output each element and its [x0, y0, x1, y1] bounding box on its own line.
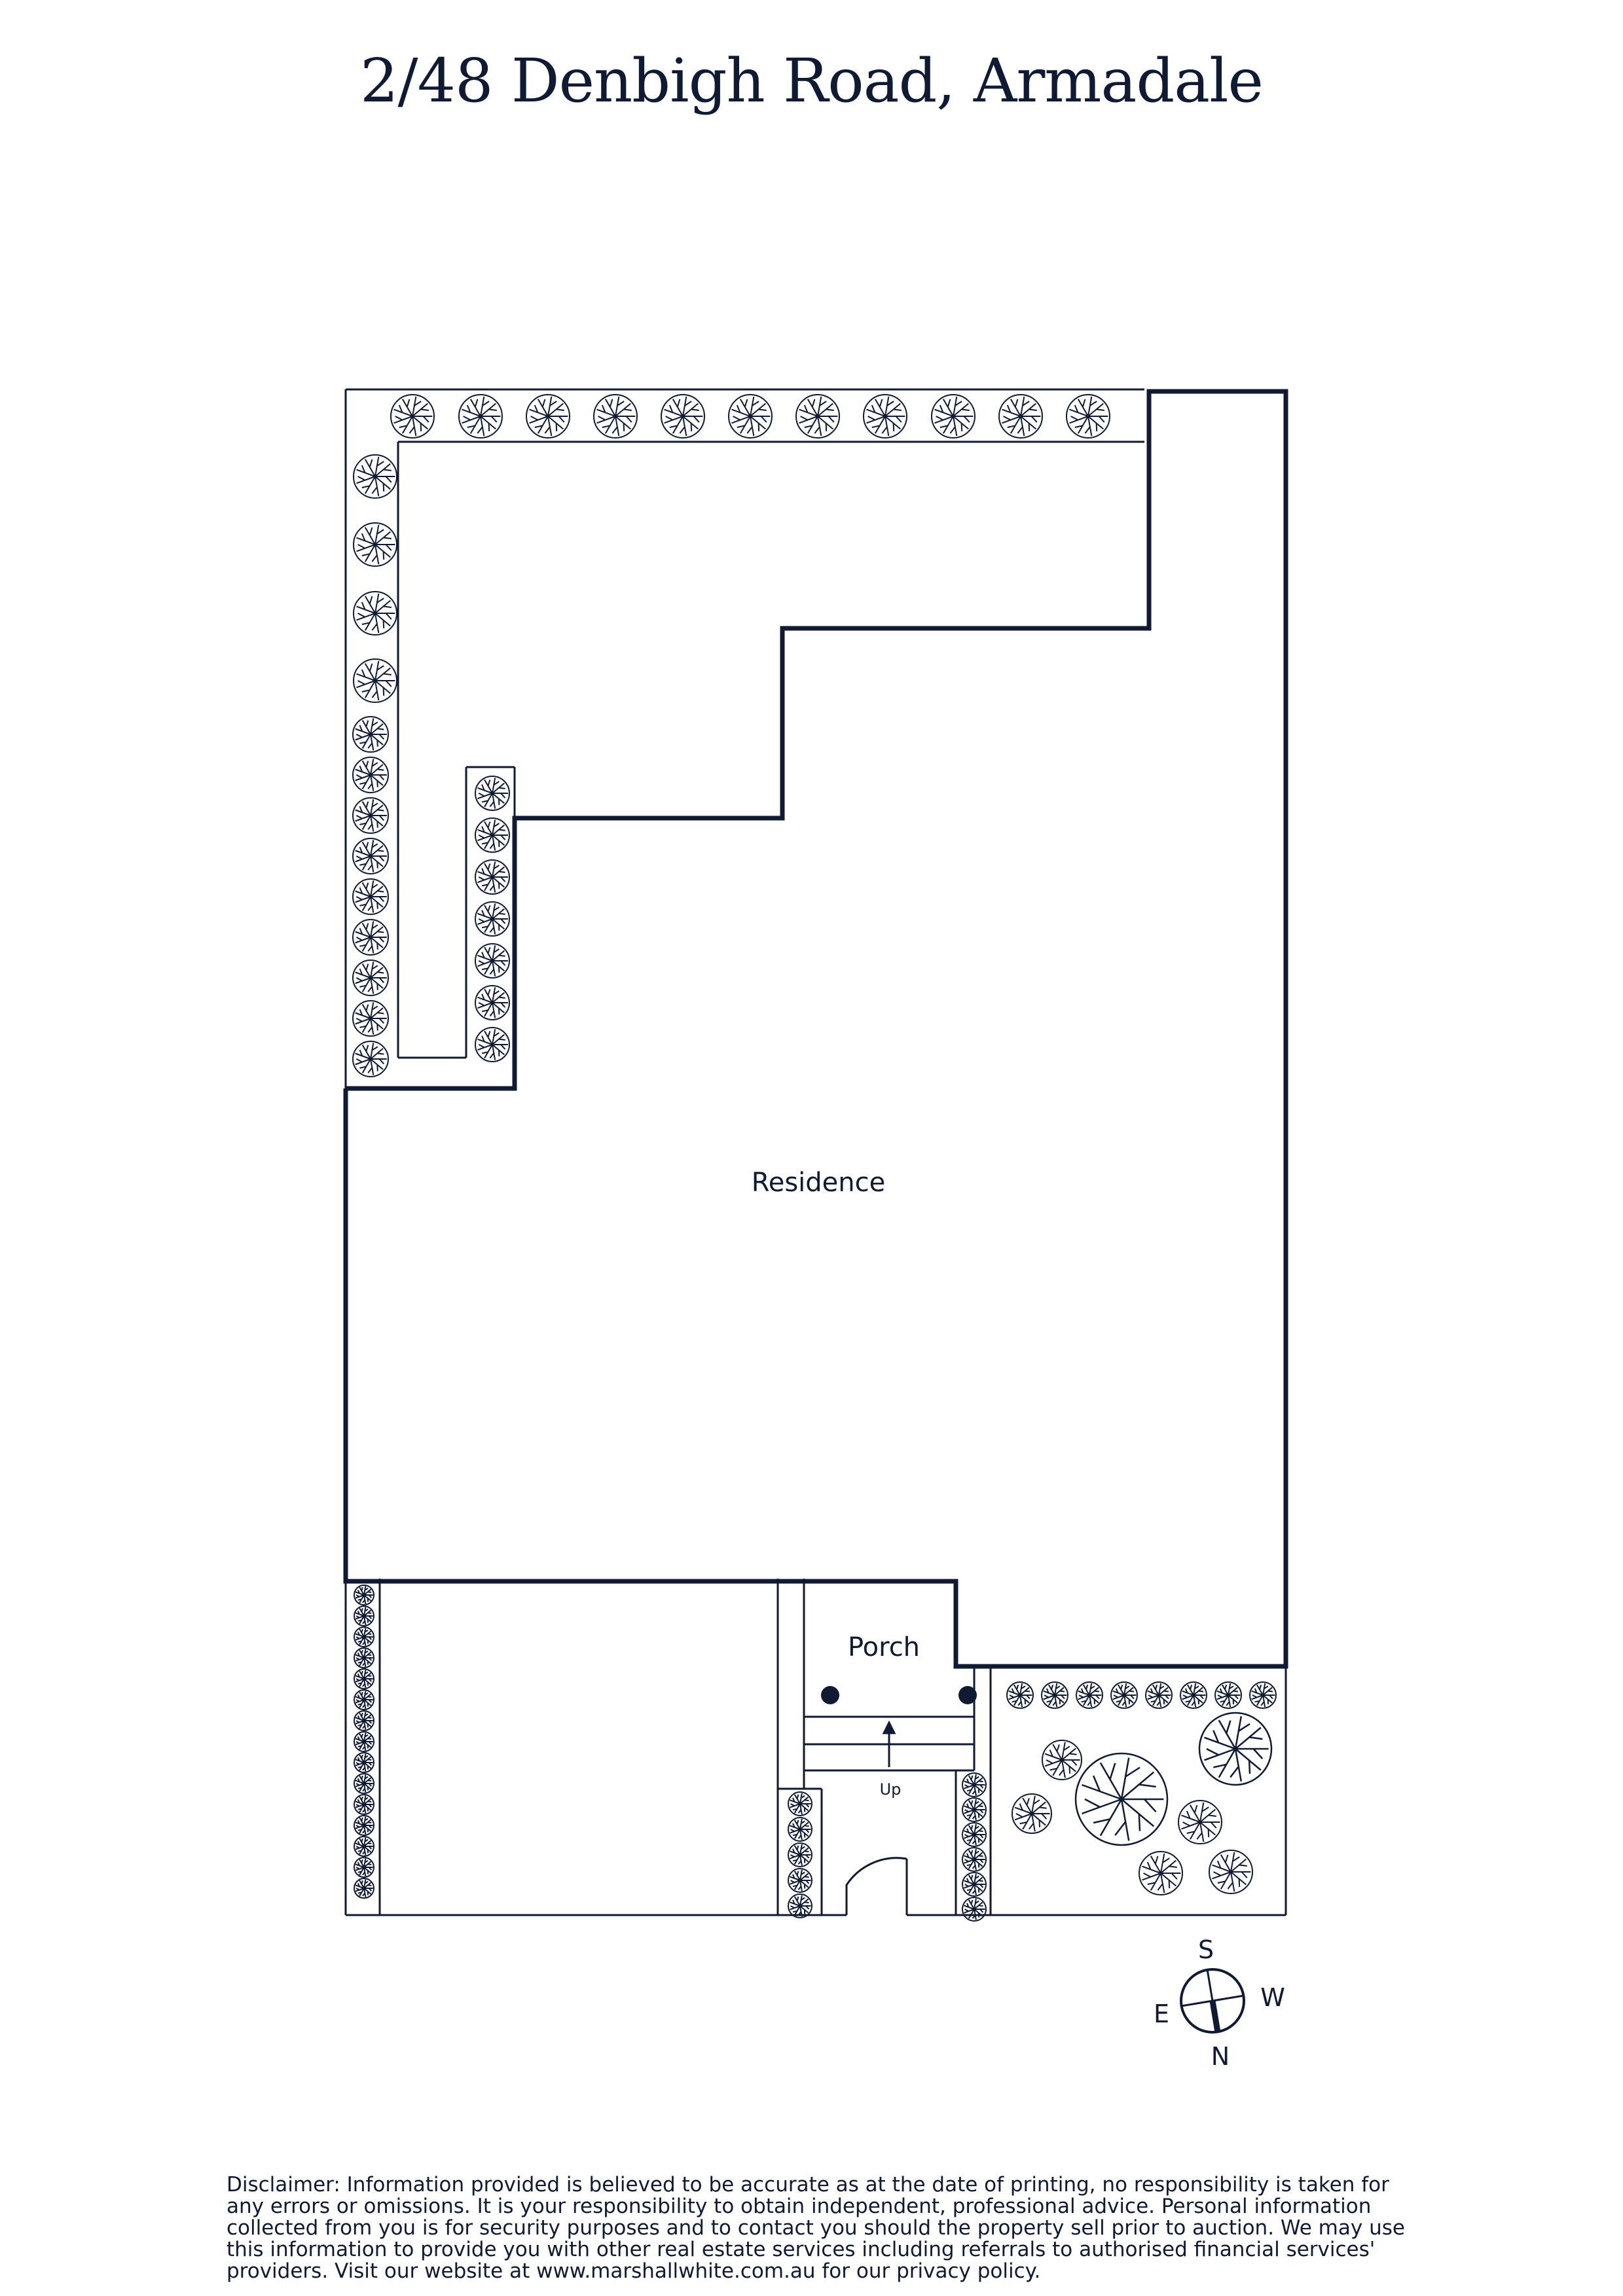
stair-label: Up [880, 1780, 902, 1799]
shrub-symbol [353, 591, 397, 636]
shrub-symbol [353, 658, 397, 703]
shrub-symbol [475, 859, 510, 895]
shrub-symbol [1074, 1752, 1169, 1846]
shrub-symbol [475, 1027, 510, 1062]
shrub-symbol [354, 1647, 374, 1668]
shrub-symbol [931, 394, 976, 439]
shrub-symbol [354, 1815, 374, 1836]
shrub-symbol [475, 817, 510, 853]
shrub-symbol [353, 522, 397, 567]
shrub-symbol [795, 394, 840, 439]
shrub-symbol [352, 1041, 389, 1077]
shrub-symbol [352, 960, 389, 996]
shrub-symbol [354, 1731, 374, 1752]
shrub-symbol [962, 1847, 987, 1872]
disclaimer-text: Disclaimer: Information provided is beli… [227, 2173, 1405, 2283]
shrub-symbol [352, 797, 389, 834]
shrub-symbol [352, 716, 389, 753]
shrub-symbol [354, 1773, 374, 1794]
compass-west-label: W [1260, 1983, 1285, 2012]
shrub-symbol [1139, 1851, 1183, 1895]
shrub-symbol [788, 1842, 812, 1867]
shrub-symbol [1209, 1850, 1253, 1894]
shrub-symbol [1145, 1681, 1173, 1709]
shrub-symbol [352, 878, 389, 915]
shrub-symbol [354, 1689, 374, 1710]
shrub-symbol [352, 919, 389, 956]
shrub-symbol [728, 394, 773, 439]
shrub-symbol [962, 1797, 987, 1822]
compass-north-needle [1209, 2000, 1221, 2033]
shrub-symbol [354, 1794, 374, 1815]
garden-plants [352, 394, 1277, 1922]
residence-outline [343, 389, 1288, 1669]
shrub-symbol [458, 394, 503, 439]
shrub-symbol [1041, 1681, 1068, 1709]
shrub-symbol [475, 901, 510, 937]
room-label-porch: Porch [848, 1632, 920, 1662]
shrub-symbol [526, 394, 570, 439]
shrub-symbol [1214, 1681, 1242, 1709]
shrub-symbol [788, 1791, 812, 1816]
shrub-symbol [962, 1872, 987, 1897]
shrub-symbol [354, 1605, 374, 1626]
shrub-symbol [475, 943, 510, 978]
shrub-symbol [354, 1752, 374, 1773]
shrub-symbol [788, 1893, 812, 1918]
shrub-symbol [1006, 1681, 1034, 1709]
shrub-symbol [1066, 394, 1110, 439]
shrub-symbol [1042, 1740, 1082, 1780]
shrub-symbol [962, 1772, 987, 1797]
compass-circle [1180, 1968, 1245, 2034]
shrub-symbol [475, 776, 510, 811]
compass-south-label: S [1198, 1935, 1214, 1964]
shrub-symbol [390, 394, 435, 439]
room-label-residence: Residence [752, 1168, 886, 1198]
shrub-symbol [1198, 1712, 1273, 1786]
compass-east-label: E [1154, 2000, 1169, 2028]
shrub-symbol [475, 985, 510, 1020]
porch-column [958, 1686, 977, 1704]
compass-axis [1180, 1994, 1245, 2007]
shrub-symbol [354, 1626, 374, 1647]
shrub-symbol [863, 394, 907, 439]
site-boundary-lines [344, 388, 1287, 1916]
shrub-symbol [788, 1868, 812, 1893]
shrub-symbol [962, 1822, 987, 1847]
compass: S W E N [1154, 1935, 1285, 2071]
shrub-symbol [1012, 1793, 1052, 1834]
shrub-symbol [354, 1668, 374, 1689]
shrub-symbol [352, 1000, 389, 1037]
shrub-symbol [352, 838, 389, 874]
shrub-symbol [1180, 1681, 1207, 1709]
shrub-symbol [1110, 1681, 1138, 1709]
shrub-symbol [354, 1710, 374, 1731]
shrub-symbol [354, 1585, 374, 1605]
shrub-symbol [352, 757, 389, 793]
shrub-symbol [354, 1878, 374, 1899]
shrub-symbol [962, 1897, 987, 1922]
shrub-symbol [1076, 1681, 1103, 1709]
shrub-symbol [354, 1857, 374, 1878]
porch-column [821, 1686, 839, 1704]
page-title: 2/48 Denbigh Road, Armadale [359, 46, 1264, 116]
shrub-symbol [1178, 1800, 1222, 1844]
compass-north-label: N [1211, 2042, 1230, 2071]
shrub-symbol [354, 1836, 374, 1857]
shrub-symbol [593, 394, 638, 439]
shrub-symbol [1249, 1681, 1277, 1709]
shrub-symbol [353, 454, 397, 499]
shrub-symbol [661, 394, 705, 439]
shrub-symbol [998, 394, 1043, 439]
shrub-symbol [788, 1817, 812, 1842]
